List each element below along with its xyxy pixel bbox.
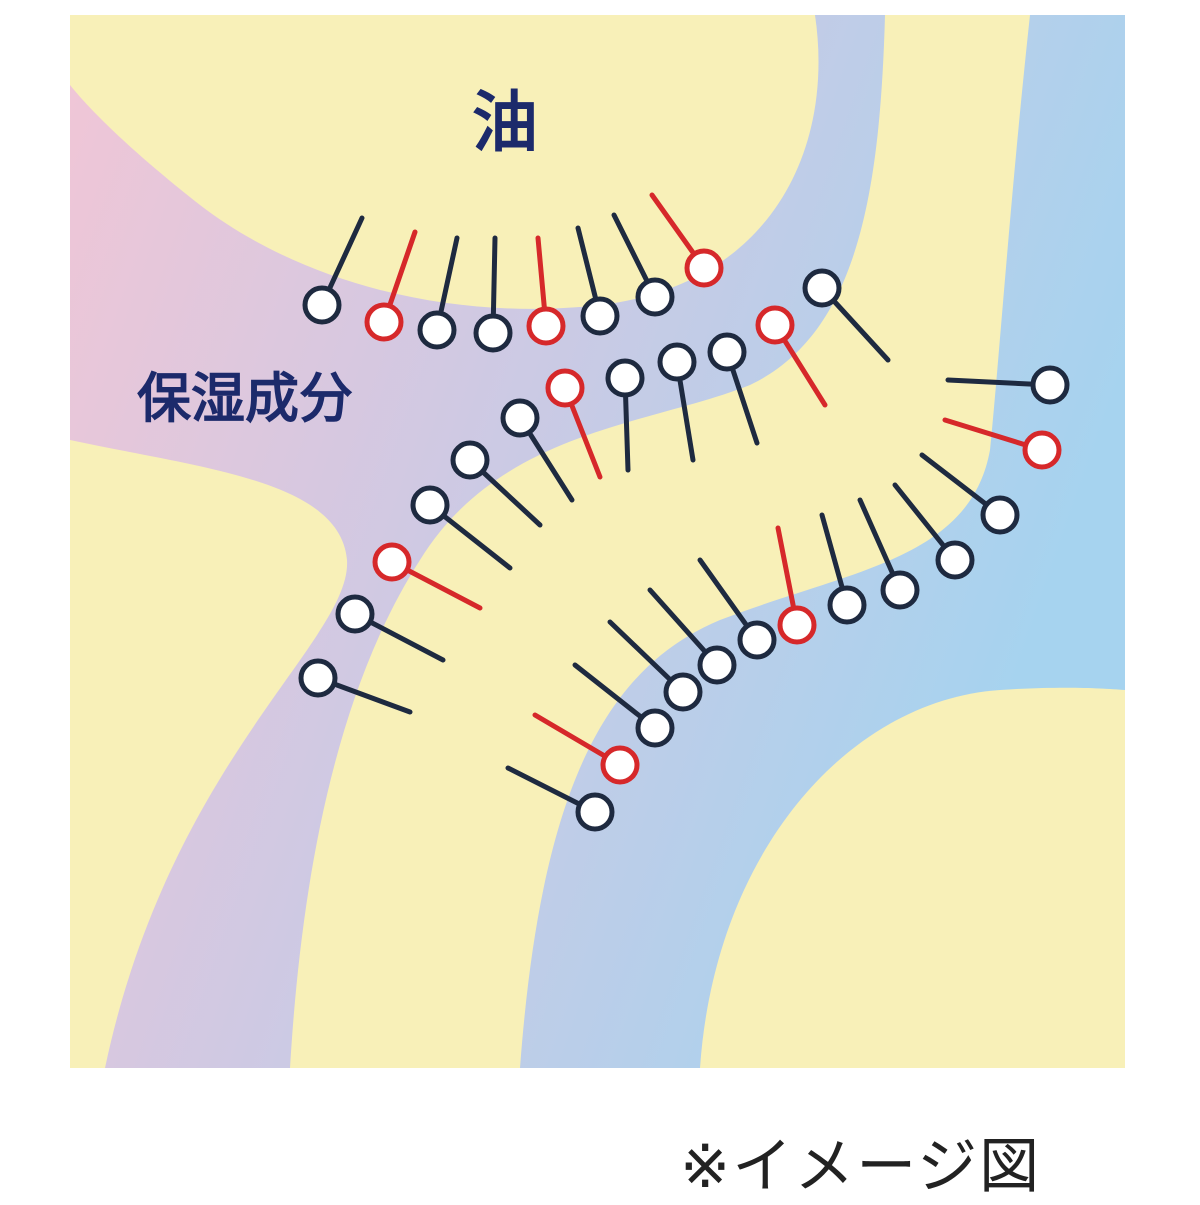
surfactant-molecule-red (942, 417, 1062, 470)
surfactant-molecule-red (364, 229, 418, 342)
molecule-head (980, 495, 1020, 535)
surfactant-molecule (657, 342, 697, 463)
image-note: ※イメージ図 (680, 1132, 1042, 1202)
molecule-head (545, 368, 585, 408)
molecule-head (697, 645, 737, 685)
molecule-head (417, 310, 457, 350)
surfactant-molecule (335, 594, 446, 663)
surfactant-molecule (505, 765, 615, 832)
surfactant-molecule (473, 235, 513, 353)
molecule-head (1030, 365, 1070, 405)
molecule-head (1022, 430, 1062, 470)
molecule-head (802, 268, 842, 308)
molecule-head (707, 332, 747, 372)
surfactant-molecule-red (545, 368, 603, 480)
surfactant-molecule (819, 512, 867, 625)
oil-blob-bottom-right (700, 687, 1125, 1068)
surfactant-molecule (802, 268, 891, 363)
molecule-head (935, 540, 975, 580)
molecule-head (827, 585, 867, 625)
molecule-head (755, 305, 795, 345)
molecule-head (473, 313, 513, 353)
surfactant-molecule (450, 440, 543, 528)
molecule-head (580, 296, 620, 336)
surfactant-molecule-red (526, 235, 566, 346)
molecule-head (450, 440, 490, 480)
surfactant-molecule (572, 662, 675, 748)
molecule-head (410, 485, 450, 525)
surfactant-molecule-red (372, 542, 483, 611)
molecule-head (500, 398, 540, 438)
surfactant-molecule (417, 235, 460, 350)
surfactant-molecule (607, 619, 703, 712)
surfactant-molecule (857, 497, 920, 610)
molecule-head (575, 792, 615, 832)
molecule-head (372, 542, 412, 582)
molecule-head (335, 594, 375, 634)
surfactant-molecule (575, 225, 620, 336)
moisturizer-label: 保湿成分 (137, 367, 353, 430)
molecule-head (663, 672, 703, 712)
molecule-head (635, 277, 675, 317)
surfactant-molecule (697, 557, 777, 660)
surfactant-molecule (707, 332, 760, 446)
surfactant-molecule (500, 398, 575, 503)
molecule-head (364, 302, 404, 342)
molecule-head (737, 620, 777, 660)
molecule-head (635, 708, 675, 748)
surfactant-molecule (647, 587, 737, 685)
surfactant-molecule-red (755, 305, 828, 408)
molecule-head (777, 605, 817, 645)
surfactant-molecule-red (775, 525, 817, 645)
molecule-head (605, 358, 645, 398)
molecule-head (600, 745, 640, 785)
molecule-head (880, 570, 920, 610)
molecule-head (526, 306, 566, 346)
oil-blob-left (70, 440, 348, 1068)
molecule-head (684, 248, 724, 288)
surfactant-molecule (605, 358, 645, 473)
molecule-head (657, 342, 697, 382)
oil-blob-top (70, 15, 819, 309)
oil-band-middle (290, 15, 1030, 1068)
surfactant-molecule (302, 215, 365, 325)
surfactant-molecule (945, 365, 1070, 405)
surfactant-molecule-red (532, 712, 640, 785)
surfactant-molecule (298, 658, 413, 715)
surfactant-molecule (919, 452, 1020, 535)
surfactant-molecule-red (649, 192, 724, 288)
surfactant-molecules (298, 192, 1070, 832)
surfactant-molecule (410, 485, 513, 571)
molecule-head (302, 285, 342, 325)
surfactant-molecule (611, 212, 675, 317)
oil-label: 油 (472, 84, 538, 161)
surfactant-molecule (892, 482, 975, 580)
molecule-head (298, 658, 338, 698)
